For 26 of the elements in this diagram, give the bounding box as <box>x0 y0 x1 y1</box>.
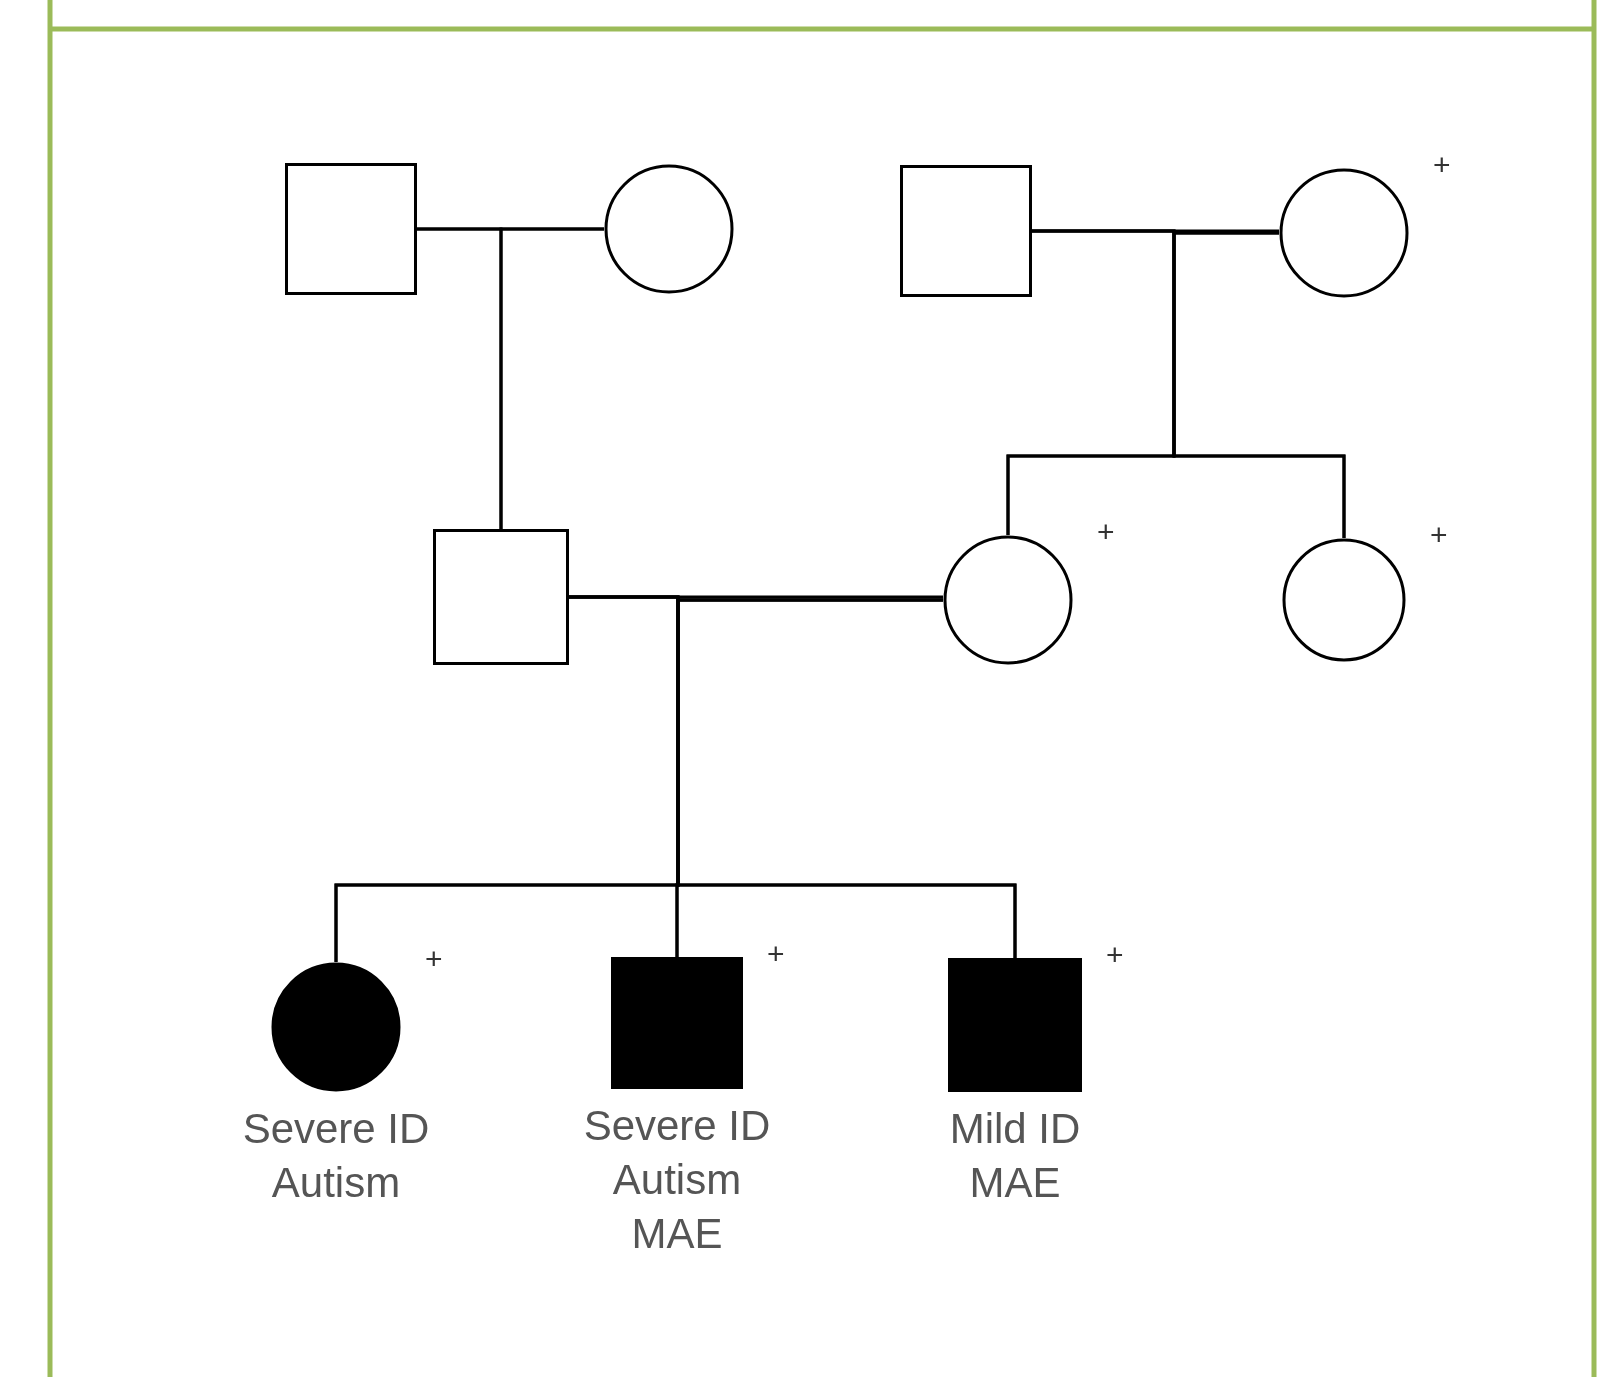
phenotype-label: Severe ID <box>242 1104 430 1154</box>
plus-sign: + <box>1433 150 1451 180</box>
plus-sign: + <box>1430 520 1448 550</box>
male-square <box>433 529 569 665</box>
affected-male-square <box>611 957 743 1089</box>
female-circle <box>943 535 1073 665</box>
female-circle <box>604 164 734 294</box>
plus-sign: + <box>1097 517 1115 547</box>
pedigree-line <box>676 598 1017 958</box>
plus-sign: + <box>1106 940 1124 970</box>
plus-sign: + <box>767 939 785 969</box>
pedigree-line <box>1172 231 1346 538</box>
phenotype-label: Severe ID <box>583 1101 771 1151</box>
male-square <box>285 163 417 295</box>
phenotype-label: MAE <box>631 1209 723 1259</box>
affected-female-circle <box>271 962 401 1092</box>
phenotype-label: Autism <box>612 1155 742 1205</box>
phenotype-label: MAE <box>969 1158 1061 1208</box>
female-circle <box>1282 538 1406 662</box>
female-circle <box>1279 168 1409 298</box>
affected-male-square <box>948 958 1082 1092</box>
male-square <box>900 165 1032 297</box>
phenotype-label: Mild ID <box>949 1104 1081 1154</box>
plus-sign: + <box>425 944 443 974</box>
phenotype-label: Autism <box>271 1158 401 1208</box>
pedigree-line <box>499 227 604 529</box>
